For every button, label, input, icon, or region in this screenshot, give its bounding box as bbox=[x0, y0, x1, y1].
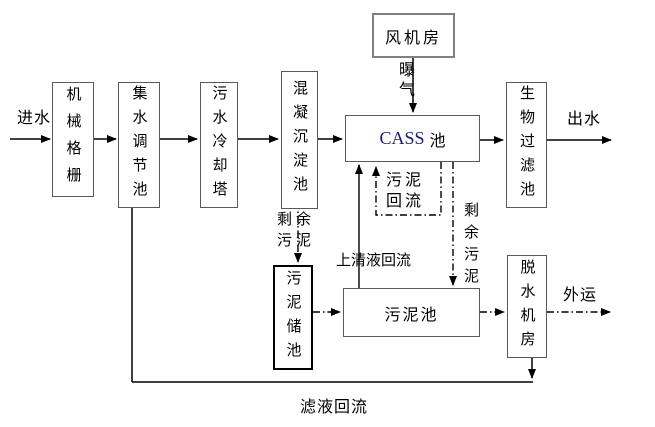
node-sludge-storage-tank: 污泥储池 bbox=[273, 265, 313, 370]
label-excess-sludge-left: 剩余污泥 bbox=[277, 211, 316, 249]
label-sludge-return: 污泥回流 bbox=[386, 172, 425, 210]
node-dewatering-machine-room: 脱水机房 bbox=[507, 255, 547, 358]
label-inlet: 进水 bbox=[17, 110, 52, 127]
node-biological-filter-tank: 生物过滤池 bbox=[506, 82, 547, 208]
node-coagulation-sedimentation-tank: 混凝沉淀池 bbox=[281, 71, 318, 209]
node-sewage-cooling-tower: 污水冷却塔 bbox=[200, 82, 238, 208]
node-sludge-tank: 污泥池 bbox=[343, 288, 480, 337]
node-mechanical-screen: 机械格栅 bbox=[52, 82, 94, 197]
arrow-sludge-recirculation-loop bbox=[372, 162, 442, 216]
label-outbound-transport: 外运 bbox=[563, 287, 598, 304]
label-outlet: 出水 bbox=[567, 111, 602, 128]
cass-pool-label-cn: 池 bbox=[429, 132, 446, 150]
label-supernatant-return: 上清液回流 bbox=[336, 252, 412, 269]
label-filtrate-return: 滤液回流 bbox=[300, 399, 369, 416]
node-collecting-regulating-tank: 集水调节池 bbox=[118, 82, 160, 208]
cass-pool-label-en: CASS bbox=[379, 128, 425, 148]
node-cass-pool: CASS 池 bbox=[345, 115, 480, 162]
node-fan-room: 风机房 bbox=[372, 13, 455, 58]
label-excess-sludge-right: 剩余污泥 bbox=[462, 202, 479, 290]
label-aeration: 曝气 bbox=[396, 61, 413, 101]
